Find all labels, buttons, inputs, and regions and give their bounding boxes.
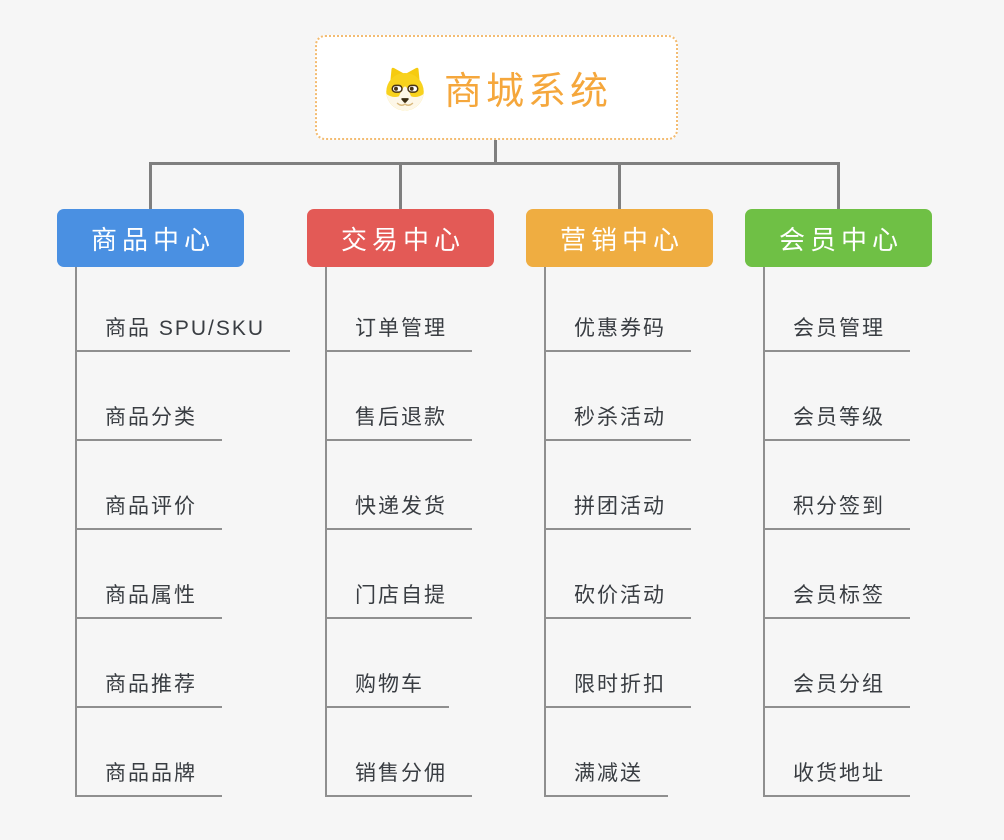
root-label: 商城系统 (443, 71, 612, 113)
branch-line-trade (325, 267, 327, 796)
leaf-node[interactable]: 商品评价 (75, 441, 222, 530)
leaf-node[interactable]: 购物车 (325, 619, 449, 708)
leaf-node[interactable]: 收货地址 (763, 708, 910, 797)
leaf-node[interactable]: 销售分佣 (325, 708, 472, 797)
leaf-node[interactable]: 满减送 (544, 708, 668, 797)
connector-drop-marketing (618, 164, 621, 209)
connector-root-drop (494, 140, 497, 164)
branch-node-marketing-center[interactable]: 营销中心 (526, 209, 713, 267)
leaf-node[interactable]: 限时折扣 (544, 619, 691, 708)
branch-leaves-trade: 订单管理 售后退款 快递发货 门店自提 购物车 销售分佣 (325, 263, 472, 797)
leaf-node[interactable]: 商品分类 (75, 352, 222, 441)
branch-leaves-product: 商品 SPU/SKU 商品分类 商品评价 商品属性 商品推荐 商品品牌 (75, 263, 291, 797)
leaf-node[interactable]: 商品属性 (75, 530, 222, 619)
connector-drop-product (149, 164, 152, 209)
root-node[interactable]: 商城系统 (315, 35, 678, 140)
branch-marketing-center: 营销中心 优惠券码 秒杀活动 拼团活动 砍价活动 限时折扣 满减送 (526, 209, 713, 797)
branch-node-member-center[interactable]: 会员中心 (745, 209, 932, 267)
leaf-node[interactable]: 优惠券码 (544, 263, 691, 352)
leaf-node[interactable]: 会员等级 (763, 352, 910, 441)
branch-line-product (75, 267, 77, 796)
leaf-node[interactable]: 商品 SPU/SKU (75, 263, 291, 352)
branch-leaves-member: 会员管理 会员等级 积分签到 会员标签 会员分组 收货地址 (763, 263, 910, 797)
branch-line-marketing (544, 267, 546, 796)
connector-drop-member (837, 164, 840, 209)
leaf-node[interactable]: 订单管理 (325, 263, 472, 352)
connector-bus (149, 162, 840, 165)
branch-label: 交易中心 (340, 224, 465, 255)
leaf-node[interactable]: 会员标签 (763, 530, 910, 619)
branch-label: 商品中心 (90, 224, 215, 255)
branch-label: 营销中心 (559, 224, 684, 255)
branch-member-center: 会员中心 会员管理 会员等级 积分签到 会员标签 会员分组 收货地址 (745, 209, 932, 797)
leaf-node[interactable]: 门店自提 (325, 530, 472, 619)
leaf-node[interactable]: 拼团活动 (544, 441, 691, 530)
leaf-node[interactable]: 商品品牌 (75, 708, 222, 797)
branch-line-member (763, 267, 765, 796)
connector-drop-trade (399, 164, 402, 209)
leaf-node[interactable]: 积分签到 (763, 441, 910, 530)
leaf-node[interactable]: 会员分组 (763, 619, 910, 708)
branch-node-trade-center[interactable]: 交易中心 (307, 209, 494, 267)
leaf-node[interactable]: 秒杀活动 (544, 352, 691, 441)
branch-node-product-center[interactable]: 商品中心 (57, 209, 244, 267)
shiba-dog-icon (381, 64, 429, 112)
leaf-node[interactable]: 会员管理 (763, 263, 910, 352)
branch-product-center: 商品中心 商品 SPU/SKU 商品分类 商品评价 商品属性 商品推荐 商品品牌 (57, 209, 291, 797)
leaf-node[interactable]: 售后退款 (325, 352, 472, 441)
branch-leaves-marketing: 优惠券码 秒杀活动 拼团活动 砍价活动 限时折扣 满减送 (544, 263, 691, 797)
branch-label: 会员中心 (778, 224, 903, 255)
branch-trade-center: 交易中心 订单管理 售后退款 快递发货 门店自提 购物车 销售分佣 (307, 209, 494, 797)
leaf-node[interactable]: 砍价活动 (544, 530, 691, 619)
leaf-node[interactable]: 商品推荐 (75, 619, 222, 708)
leaf-node[interactable]: 快递发货 (325, 441, 472, 530)
